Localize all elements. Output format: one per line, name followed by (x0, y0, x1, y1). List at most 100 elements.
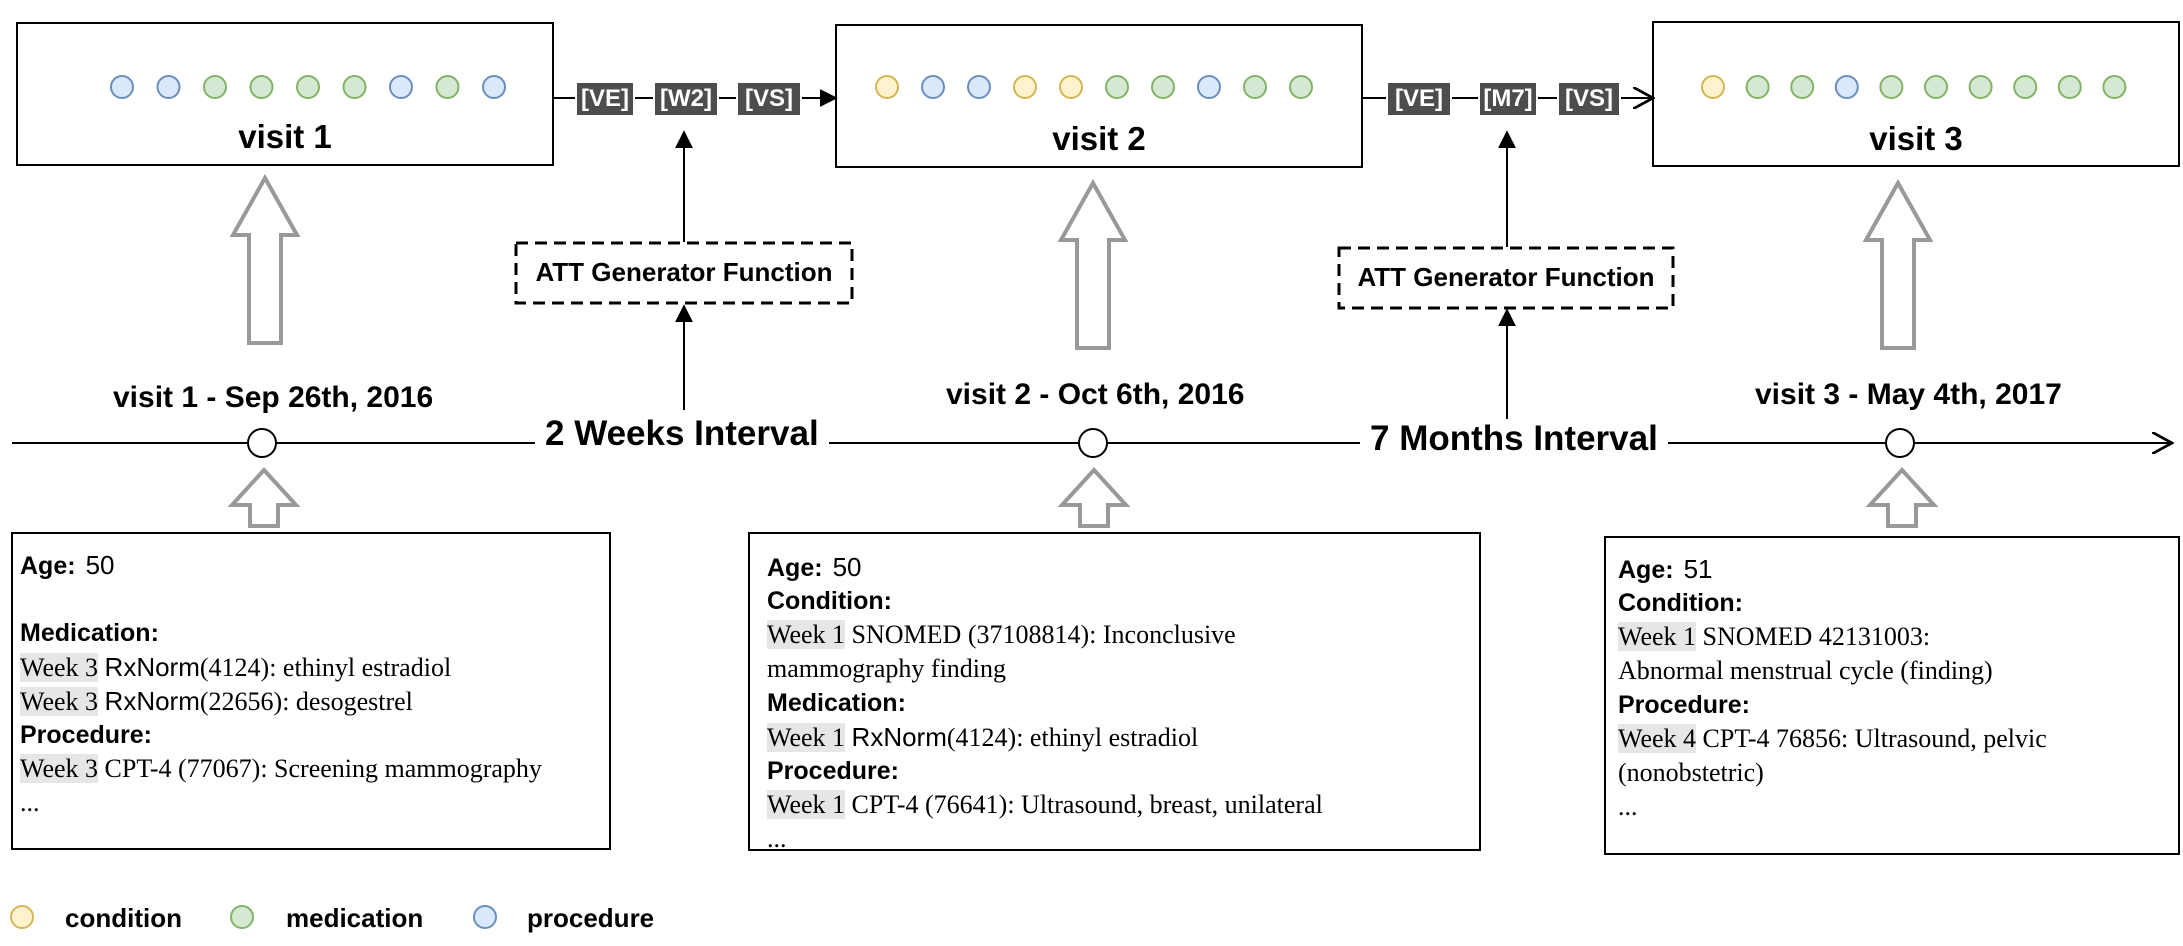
code-entry: Week 1 SNOMED (37108814): Inconclusive (767, 620, 1236, 649)
visit-3-medication-code-dot (1745, 75, 1770, 99)
visit-1-box (16, 22, 554, 166)
detail-box-visit-1 (11, 532, 611, 850)
visit-3-medication-code-dot (1924, 75, 1948, 99)
visit-2-title: visit 2 (1052, 120, 1146, 157)
token-m7-box (1478, 81, 1538, 117)
token-m7: [M7] (1483, 85, 1533, 112)
visit-1-medication-code-dot (435, 75, 460, 99)
visit-1-date-label: visit 1 - Sep 26th, 2016 (113, 381, 434, 414)
visit-2-marker (1078, 428, 1108, 458)
visit-2-medication-code-dot (1289, 75, 1313, 99)
visit-2-medication-code-dot (1243, 75, 1267, 99)
visit-3-medication-code-dot (1790, 75, 1815, 99)
detail-box-visit-3 (1604, 536, 2180, 855)
hollow-arrow-visit-2 (1057, 178, 1129, 350)
detail-text-line: ... (767, 824, 787, 853)
code-entry: Week 1 SNOMED 42131003: (1618, 622, 1931, 651)
visit-2-procedure-code-dot (967, 75, 991, 99)
week-tag: Week 4 (1618, 724, 1697, 753)
visit-2-procedure-code-dot (921, 75, 945, 99)
visit-3-medication-code-dot (1879, 75, 1904, 99)
vocabulary-name: RxNorm (104, 652, 200, 682)
week-tag: Week 1 (1618, 622, 1697, 651)
week-tag: Week 1 (767, 723, 846, 752)
att-generator-1-label: ATT Generator Function (535, 257, 833, 287)
code-entry: Week 1 CPT-4 (76641): Ultrasound, breast… (767, 790, 1323, 819)
visit-1-title: visit 1 (238, 118, 332, 155)
spacer-line (20, 582, 605, 616)
detail-text-line: mammography finding (767, 654, 1007, 683)
age-value: 50 (832, 552, 862, 582)
legend-procedure-label: procedure (527, 903, 655, 933)
att-generator-2-box (1337, 246, 1675, 310)
small-arrow-visit-3 (1865, 467, 1939, 528)
section-header: Condition: (1618, 589, 1743, 617)
token-vs-2: [VS] (1565, 85, 1613, 112)
small-arrow-visit-1 (227, 467, 301, 528)
token-vs-2-box (1557, 81, 1621, 117)
token-w2-box (653, 81, 719, 117)
detail-text-line: ... (1618, 792, 1638, 821)
code-entry: Week 1 RxNorm(4124): ethinyl estradiol (767, 722, 1199, 752)
week-tag: Week 3 (20, 687, 99, 716)
visit-2-medication-code-dot (1105, 75, 1129, 99)
token-ve-2: [VE] (1395, 85, 1443, 112)
visit-1-marker (247, 428, 277, 458)
token-ve-1-box (575, 81, 635, 117)
visit-3-medication-code-dot (2102, 75, 2127, 99)
age-line: Age:50 (20, 548, 605, 582)
code-entry: Week 3 RxNorm(4124): ethinyl estradiol (20, 652, 452, 682)
visit-3-medication-code-dot (2057, 75, 2082, 99)
interval-1-label: 2 Weeks Interval (535, 414, 829, 454)
visit-1-medication-code-dot (342, 75, 367, 99)
att-generator-1-box (514, 241, 854, 305)
small-arrow-visit-2 (1057, 467, 1131, 528)
age-label: Age: (767, 554, 823, 582)
vocabulary-name: RxNorm (851, 722, 947, 752)
visit-2-procedure-code-dot (1197, 75, 1221, 99)
age-label: Age: (1618, 556, 1674, 584)
token-vs-1-box (736, 81, 802, 117)
detail-text-line: (nonobstetric) (1618, 758, 1764, 787)
age-line: Age: 51 (1618, 552, 2173, 586)
age-value: 51 (1683, 554, 1713, 584)
visit-3-title: visit 3 (1869, 120, 1963, 157)
interval-2-label: 7 Months Interval (1360, 419, 1668, 459)
visit-3-medication-code-dot (1968, 75, 1993, 99)
token-vs-1: [VS] (745, 85, 793, 112)
token-ve-1: [VE] (581, 85, 629, 112)
section-header: Procedure: (767, 757, 899, 785)
visit-3-marker (1885, 428, 1915, 458)
detail-text-line: ... (20, 788, 40, 817)
week-tag: Week 3 (20, 754, 99, 783)
legend-procedure-dot (473, 905, 497, 929)
section-header: Procedure: (1618, 691, 1750, 719)
legend-medication-dot (230, 905, 254, 929)
code-entry: Week 3 CPT-4 (77067): Screening mammogra… (20, 754, 542, 783)
visit-2-medication-code-dot (1151, 75, 1175, 99)
visit-1-procedure-code-dot (156, 75, 181, 99)
visit-1-procedure-code-dot (389, 75, 413, 99)
visit-1-medication-code-dot (249, 75, 274, 99)
visit-3-box (1652, 21, 2180, 167)
att-generator-2-label: ATT Generator Function (1357, 262, 1655, 292)
visit-1-medication-code-dot (203, 75, 227, 99)
week-tag: Week 3 (20, 653, 99, 682)
section-header: Condition: (767, 587, 892, 615)
visit-1-details: Age:50 Medication: Week 3 RxNorm(4124): e… (20, 548, 605, 820)
visit-3-condition-code-dot (1701, 75, 1725, 99)
visit-1-procedure-code-dot (110, 75, 134, 99)
legend-medication-label: medication (286, 903, 424, 933)
visit-1-medication-code-dot (296, 75, 320, 99)
visit-3-date-label: visit 3 - May 4th, 2017 (1755, 378, 2062, 411)
code-entry: Week 3 RxNorm(22656): desogestrel (20, 686, 413, 716)
age-value: 50 (85, 550, 115, 580)
section-header: Medication: (767, 689, 906, 717)
visit-3-medication-code-dot (2013, 75, 2038, 99)
legend-condition-dot (10, 905, 34, 929)
section-header: Medication: (20, 619, 159, 647)
visit-2-date-label: visit 2 - Oct 6th, 2016 (946, 378, 1245, 411)
